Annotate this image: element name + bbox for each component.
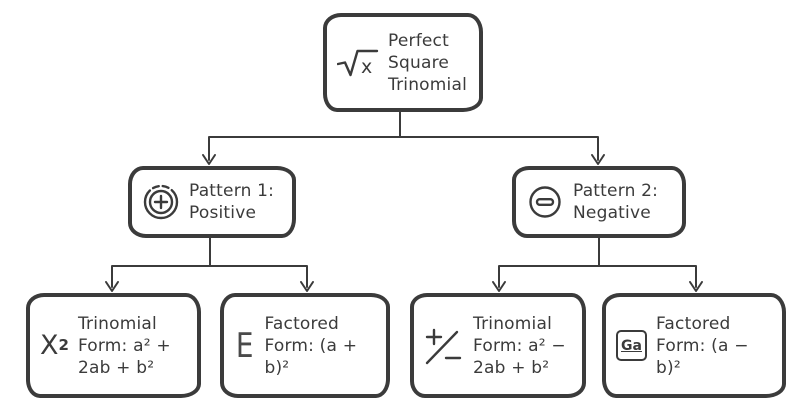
- node-pattern-1-positive: Pattern 1: Positive: [128, 166, 296, 238]
- node-trinomial-form-negative: Trinomial Form: a² − 2ab + b²: [410, 293, 586, 398]
- node-label: Trinomial Form: a² − 2ab + b²: [473, 313, 566, 378]
- node-label: Trinomial Form: a² + 2ab + b²: [77, 313, 171, 378]
- arrowhead-to-p1-factored: [300, 281, 314, 292]
- arrowhead-to-pattern1: [202, 154, 216, 165]
- circled-plus-icon: [142, 183, 180, 221]
- node-perfect-square-trinomial: x Perfect Square Trinomial: [323, 13, 483, 112]
- node-label: Pattern 2: Negative: [573, 181, 659, 223]
- node-label: Factored Form: (a − b)²: [656, 313, 749, 378]
- edge-pattern1-split: [111, 235, 308, 288]
- node-pattern-2-negative: Pattern 2: Negative: [512, 166, 686, 238]
- plus-slash-minus-icon: [424, 325, 464, 367]
- arrowhead-to-p1-trinomial: [105, 281, 119, 292]
- node-label: Perfect Square Trinomial: [388, 30, 467, 95]
- svg-text:x: x: [361, 56, 372, 78]
- arrowhead-to-p2-factored: [689, 281, 703, 292]
- node-factored-form-positive: E Factored Form: (a + b)²: [220, 293, 390, 398]
- node-label: Factored Form: (a + b)²: [264, 313, 358, 378]
- letter-e-icon: E: [235, 325, 254, 366]
- node-label: Pattern 1: Positive: [189, 181, 275, 223]
- circled-minus-icon: [526, 183, 564, 221]
- square-root-icon: x: [337, 47, 379, 79]
- edge-root-split: [208, 109, 599, 161]
- element-ga-icon: Ga: [616, 330, 647, 361]
- node-factored-form-negative: Ga Factored Form: (a − b)²: [602, 293, 786, 398]
- arrowhead-to-p2-trinomial: [492, 281, 506, 292]
- edge-pattern2-split: [498, 235, 697, 288]
- arrowhead-to-pattern2: [591, 154, 605, 165]
